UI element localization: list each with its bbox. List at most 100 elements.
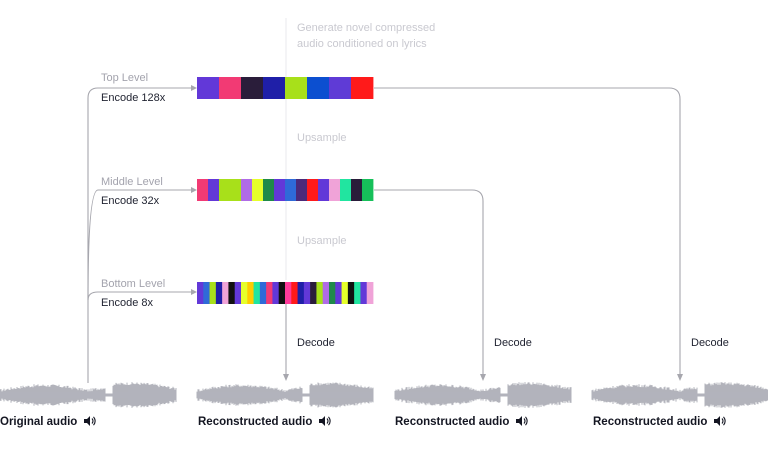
token-cell (241, 179, 253, 201)
token-cell (247, 282, 254, 304)
reconstructed-audio-caption-1[interactable]: Reconstructed audio (198, 416, 331, 428)
token-cell (203, 282, 210, 304)
token-cell (222, 282, 229, 304)
token-cell (340, 179, 352, 201)
token-cell (316, 282, 324, 304)
token-cell (351, 77, 374, 99)
reconstructed-audio-waveform-2 (394, 382, 572, 408)
token-cell (197, 179, 209, 201)
bottom-level-name: Bottom Level (101, 278, 165, 290)
token-cell (209, 282, 217, 304)
token-cell (263, 77, 286, 99)
encode-line-top (87, 87, 195, 383)
waveform-trace (591, 382, 768, 408)
encode-line-bottom (87, 291, 195, 301)
token-cell (285, 179, 297, 201)
token-cell (341, 282, 349, 304)
token-cell (360, 282, 368, 304)
decode-arrow-bottom (283, 374, 289, 381)
encode-arrow-top (191, 85, 197, 91)
original-audio-label: Original audio (0, 416, 77, 428)
token-cell (329, 77, 352, 99)
decode-arrow-middle (480, 374, 486, 381)
encode-arrow-middle (191, 187, 197, 193)
token-cell (285, 77, 308, 99)
token-cell (291, 282, 298, 304)
decode-label-top: Decode (691, 337, 729, 349)
token-cell (241, 77, 264, 99)
reconstructed-audio-waveform-3 (591, 382, 768, 408)
token-cell (303, 282, 311, 304)
decode-arrow-top (677, 374, 683, 381)
upsample-label-2: Upsample (297, 235, 347, 247)
top-level-encode: Encode 128x (101, 92, 166, 104)
waveform-trace (394, 382, 572, 408)
token-cell (219, 77, 242, 99)
decode-label-bottom: Decode (297, 337, 335, 349)
top-level-name: Top Level (101, 72, 148, 84)
original-audio-waveform (0, 382, 177, 408)
token-cell (297, 282, 305, 304)
token-cell (208, 179, 220, 201)
token-cell (318, 179, 330, 201)
token-cell (351, 179, 363, 201)
encode-arrow-bottom (191, 289, 197, 295)
speaker-icon[interactable] (84, 416, 96, 426)
token-cell (329, 179, 341, 201)
middle-level-name: Middle Level (101, 176, 163, 188)
token-cell (285, 282, 292, 304)
token-cell (362, 179, 374, 201)
token-cell (310, 282, 317, 304)
original-audio-caption[interactable]: Original audio (0, 416, 96, 428)
decode-line-middle (374, 189, 484, 376)
waveform-trace (196, 382, 374, 408)
token-cell (252, 179, 264, 201)
token-cell (219, 179, 231, 201)
token-cell (266, 282, 273, 304)
token-cell (253, 282, 261, 304)
top-note-line-2: audio conditioned on lyrics (297, 38, 427, 50)
token-cell (234, 282, 242, 304)
token-cell (197, 282, 204, 304)
token-cell (354, 282, 361, 304)
reconstructed-audio-label-3: Reconstructed audio (593, 416, 707, 428)
middle-level-encode: Encode 32x (101, 195, 160, 207)
token-cell (335, 282, 342, 304)
encode-line-middle (87, 189, 195, 301)
speaker-icon[interactable] (714, 416, 726, 426)
token-cell (272, 282, 280, 304)
token-cell (263, 179, 275, 201)
decode-label-middle: Decode (494, 337, 532, 349)
token-cell (215, 282, 223, 304)
upsample-label-1: Upsample (297, 132, 347, 144)
decode-line-top (374, 87, 681, 376)
reconstructed-audio-waveform-1 (196, 382, 374, 408)
reconstructed-audio-caption-3[interactable]: Reconstructed audio (593, 416, 726, 428)
token-cell (307, 179, 319, 201)
token-cell (296, 179, 308, 201)
speaker-icon[interactable] (516, 416, 528, 426)
top-level-token-strip (197, 77, 374, 99)
top-note-line-1: Generate novel compressed (297, 22, 435, 34)
bottom-level-token-strip (197, 282, 374, 304)
token-cell (228, 282, 236, 304)
token-cell (347, 282, 355, 304)
token-cell (241, 282, 248, 304)
reconstructed-audio-label-2: Reconstructed audio (395, 416, 509, 428)
token-cell (259, 282, 267, 304)
token-cell (329, 282, 336, 304)
reconstructed-audio-caption-2[interactable]: Reconstructed audio (395, 416, 528, 428)
token-cell (322, 282, 330, 304)
token-cell (230, 179, 242, 201)
token-cell (197, 77, 220, 99)
bottom-level-encode: Encode 8x (101, 297, 153, 309)
token-cell (274, 179, 286, 201)
waveform-trace (0, 382, 177, 408)
middle-level-token-strip (197, 179, 374, 201)
token-cell (307, 77, 330, 99)
token-cell (278, 282, 286, 304)
speaker-icon[interactable] (319, 416, 331, 426)
token-cell (366, 282, 374, 304)
reconstructed-audio-label-1: Reconstructed audio (198, 416, 312, 428)
